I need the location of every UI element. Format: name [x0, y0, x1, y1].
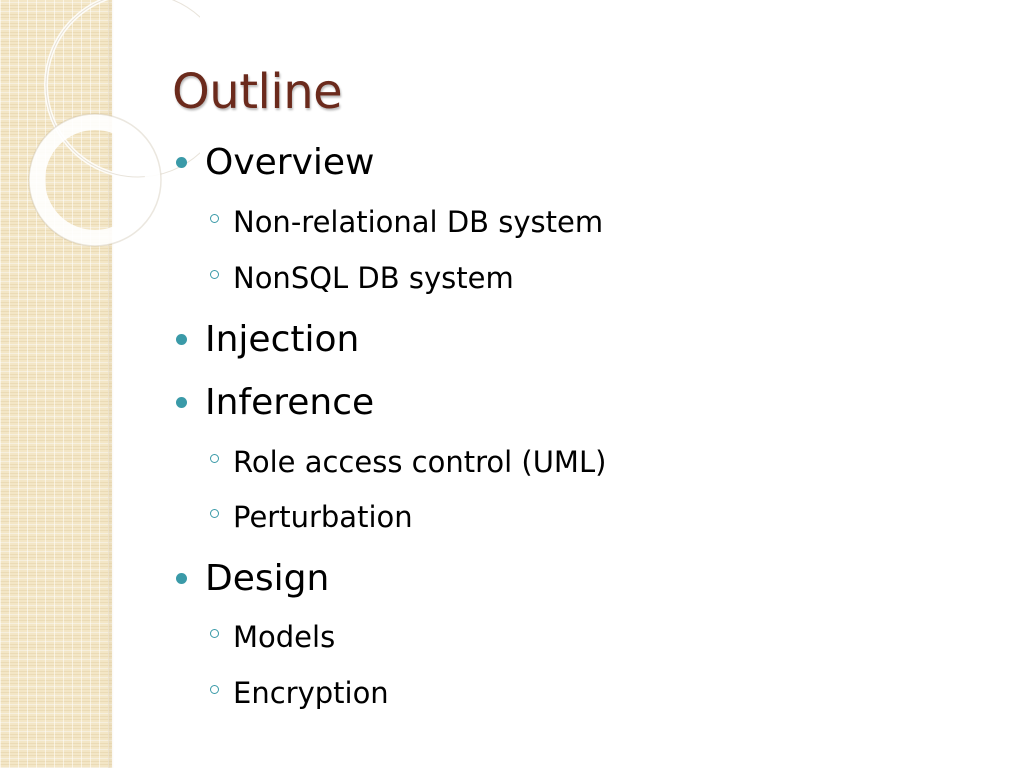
hollow-circle-bullet-icon — [210, 508, 219, 518]
filled-circle-bullet-icon — [176, 333, 187, 345]
outline-subitem-encryption: Encryption — [210, 673, 389, 713]
hollow-circle-bullet-icon — [210, 628, 219, 638]
filled-circle-bullet-icon — [176, 156, 187, 168]
hollow-circle-bullet-icon — [210, 453, 219, 463]
outline-item-design: Design — [176, 555, 329, 601]
decorative-rings-icon — [28, 0, 200, 247]
outline-subitem-perturbation: Perturbation — [210, 497, 413, 537]
outline-item-text: NonSQL DB system — [233, 261, 514, 295]
outline-subitem-models: Models — [210, 617, 335, 657]
outline-item-text: Perturbation — [233, 500, 413, 534]
hollow-circle-bullet-icon — [210, 269, 219, 279]
outline-item-text: Design — [205, 557, 330, 599]
slide-title: Outline — [172, 64, 343, 120]
sidebar-edge-shadow — [108, 0, 114, 768]
outline-subitem-role-access: Role access control (UML) — [210, 442, 606, 482]
outline-item-text: Injection — [205, 318, 360, 360]
outline-item-text: Inference — [205, 381, 375, 423]
outline-subitem-nonsql: NonSQL DB system — [210, 258, 514, 298]
outline-item-overview: Overview — [176, 139, 375, 185]
outline-item-text: Models — [233, 620, 336, 654]
outline-item-injection: Injection — [176, 316, 359, 362]
filled-circle-bullet-icon — [176, 572, 187, 584]
outline-item-text: Overview — [205, 141, 375, 183]
outline-item-text: Non-relational DB system — [233, 205, 604, 239]
outline-subitem-non-relational: Non-relational DB system — [210, 202, 603, 242]
outline-item-inference: Inference — [176, 379, 374, 425]
hollow-circle-bullet-icon — [210, 684, 219, 694]
hollow-circle-bullet-icon — [210, 213, 219, 223]
outline-item-text: Encryption — [233, 676, 389, 710]
filled-circle-bullet-icon — [176, 396, 187, 408]
outline-item-text: Role access control (UML) — [233, 445, 607, 479]
